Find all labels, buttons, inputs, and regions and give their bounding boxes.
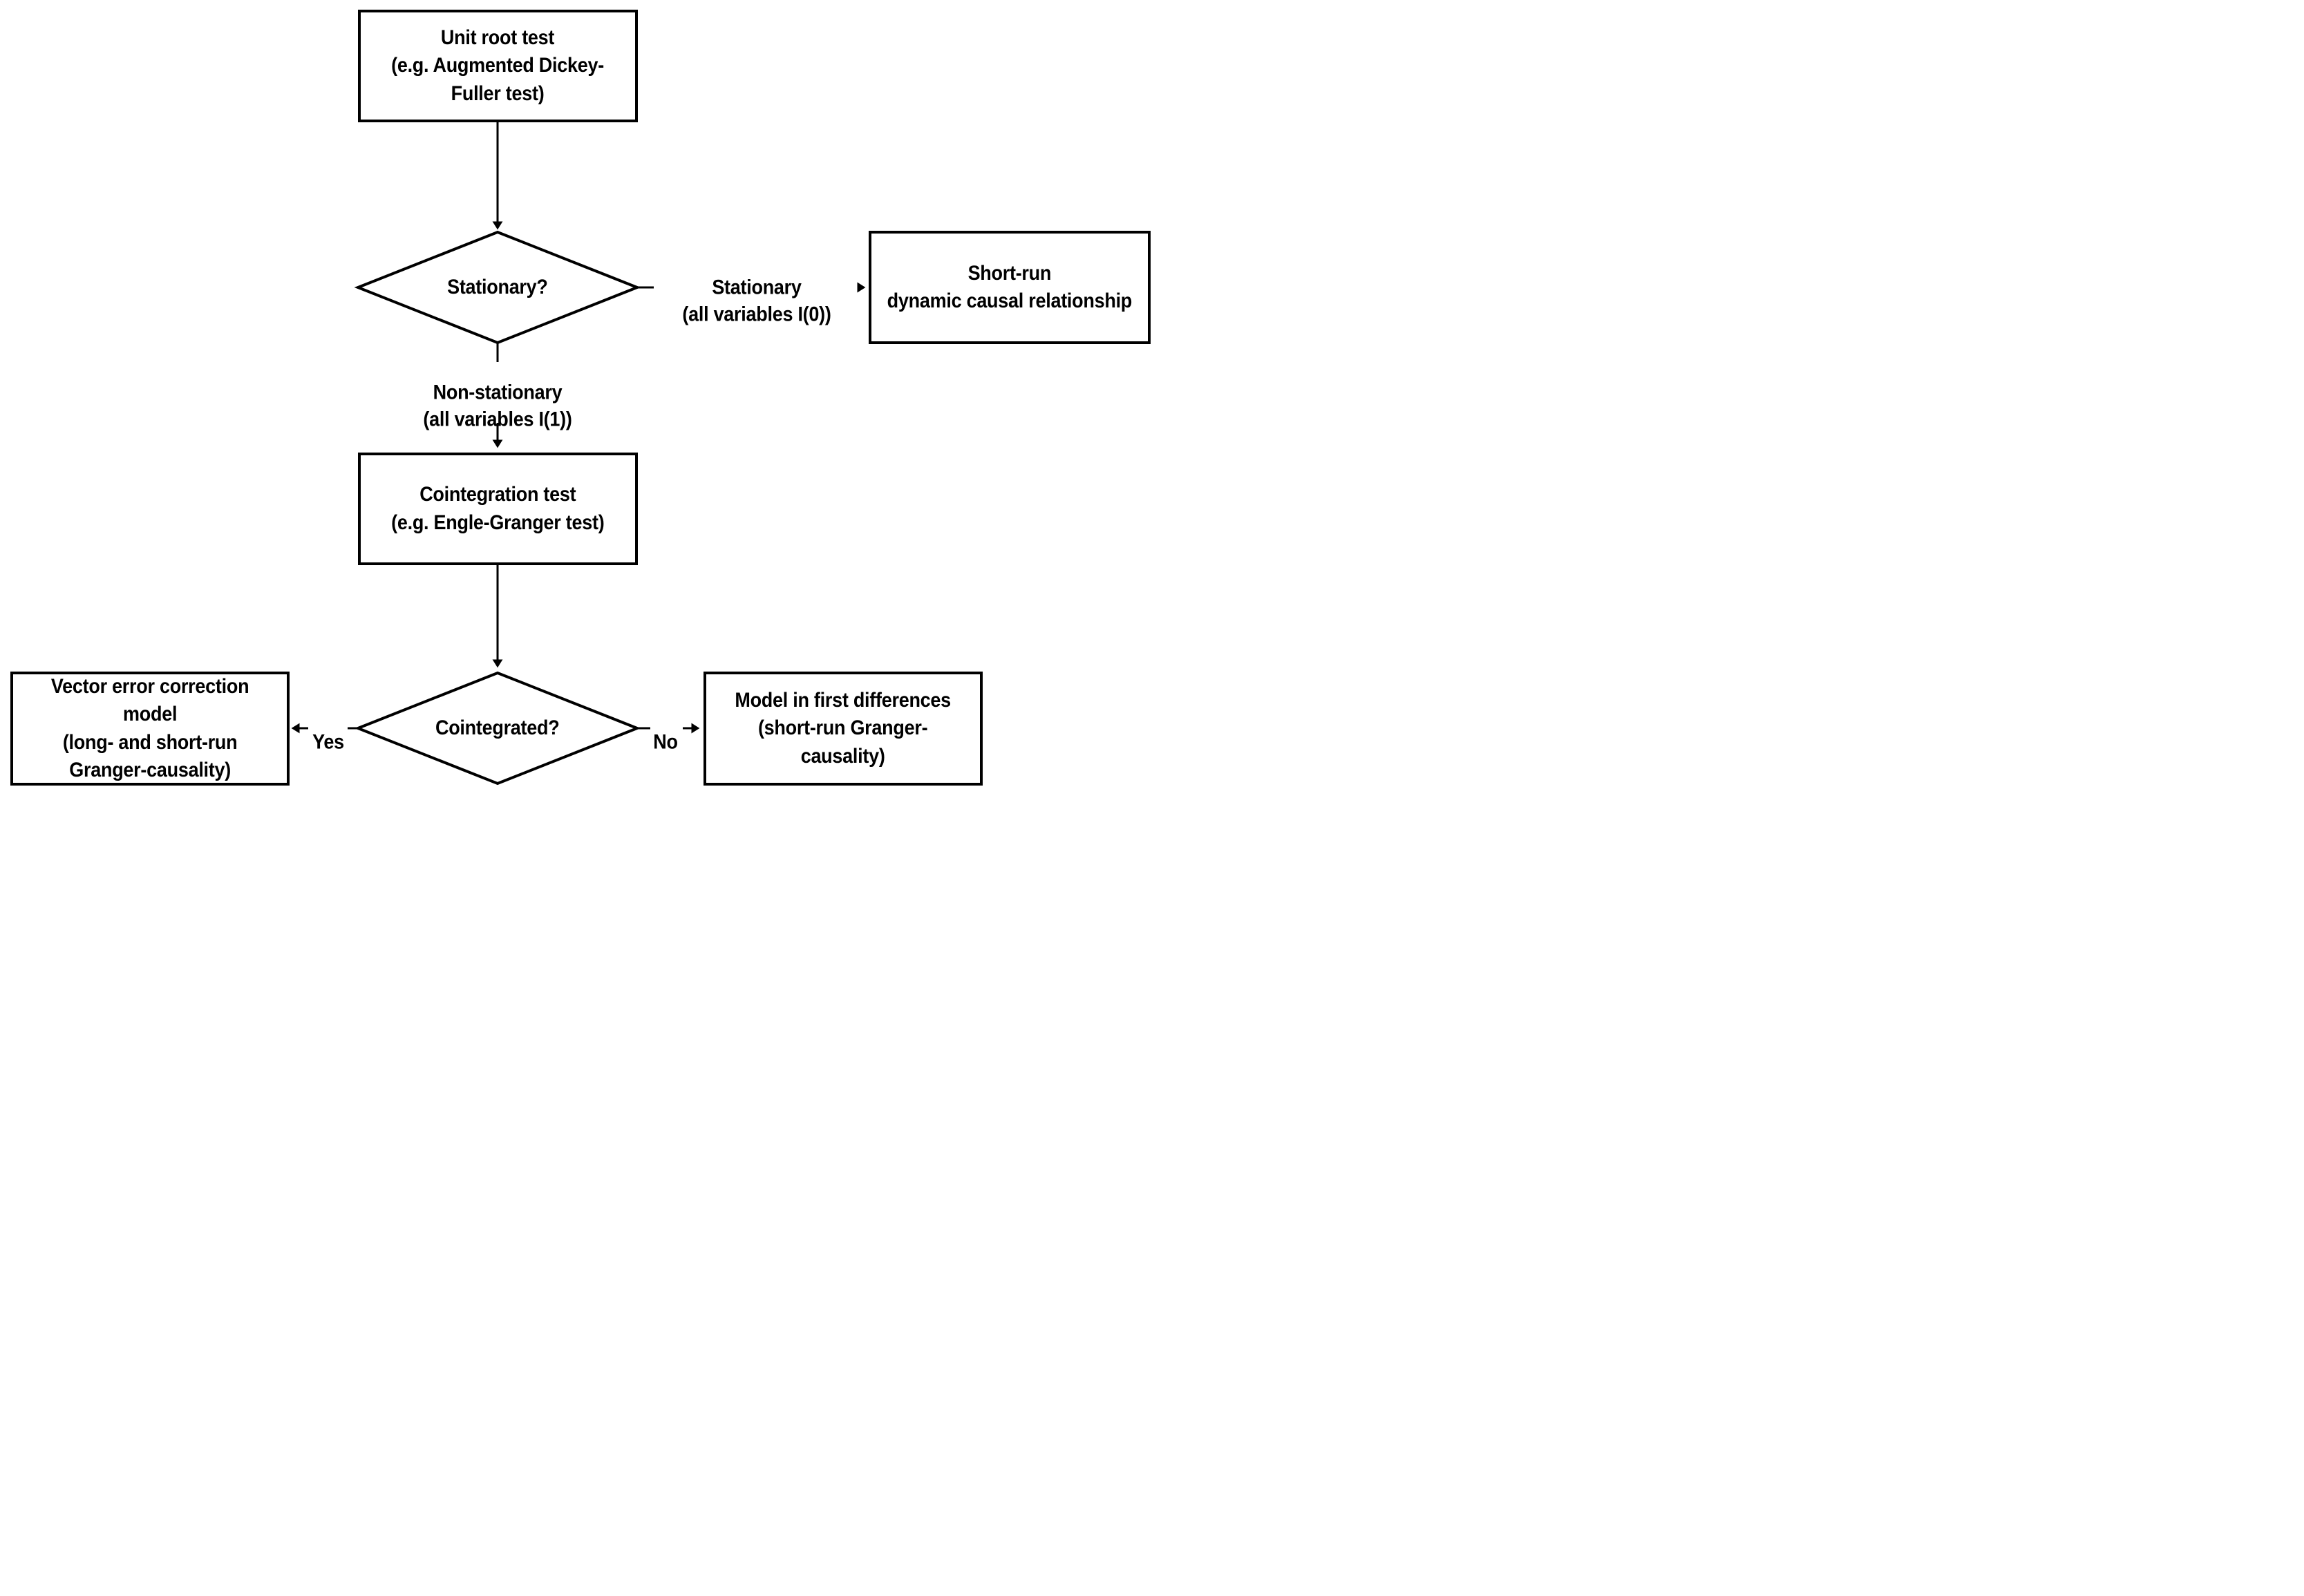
- decision-cointegrated-label: Cointegrated?: [435, 716, 560, 739]
- decision-diamond-cointegrated: [354, 671, 641, 786]
- node-first-differences-label: Model in first differences (short-run Gr…: [735, 688, 952, 768]
- edge-label-non-stationary: Non-stationary (all variables I(1)): [415, 352, 580, 434]
- node-vector-error-correction-label: Vector error correction model (long- and…: [50, 674, 249, 782]
- edge-label-yes: Yes: [311, 701, 346, 755]
- edge-label-non-stationary-text: Non-stationary (all variables I(1)): [423, 381, 572, 431]
- decision-cointegrated-text: Cointegrated?: [358, 673, 637, 783]
- edge-label-stationary: Stationary (all variables I(0)): [674, 247, 839, 329]
- node-unit-root-test: Unit root test (e.g. Augmented Dickey- F…: [358, 10, 638, 122]
- node-cointegration-test-label: Cointegration test (e.g. Engle-Granger t…: [391, 483, 605, 534]
- node-short-run-dynamic-label: Short-run dynamic causal relationship: [887, 261, 1133, 313]
- node-first-differences: Model in first differences (short-run Gr…: [704, 672, 983, 786]
- decision-stationary-text: Stationary?: [358, 232, 637, 343]
- flowchart-canvas: Unit root test (e.g. Augmented Dickey- F…: [0, 0, 1152, 798]
- flowchart-connectors: [291, 122, 866, 786]
- node-unit-root-test-label: Unit root test (e.g. Augmented Dickey- F…: [391, 26, 605, 105]
- edge-label-no-text: No: [653, 730, 678, 753]
- edge-label-stationary-text: Stationary (all variables I(0)): [682, 276, 831, 326]
- node-vector-error-correction: Vector error correction model (long- and…: [10, 672, 290, 786]
- node-short-run-dynamic: Short-run dynamic causal relationship: [869, 231, 1151, 344]
- node-cointegration-test: Cointegration test (e.g. Engle-Granger t…: [358, 453, 638, 565]
- edge-label-no: No: [652, 701, 679, 755]
- edge-label-yes-text: Yes: [312, 730, 344, 753]
- decision-stationary-label: Stationary?: [447, 275, 548, 298]
